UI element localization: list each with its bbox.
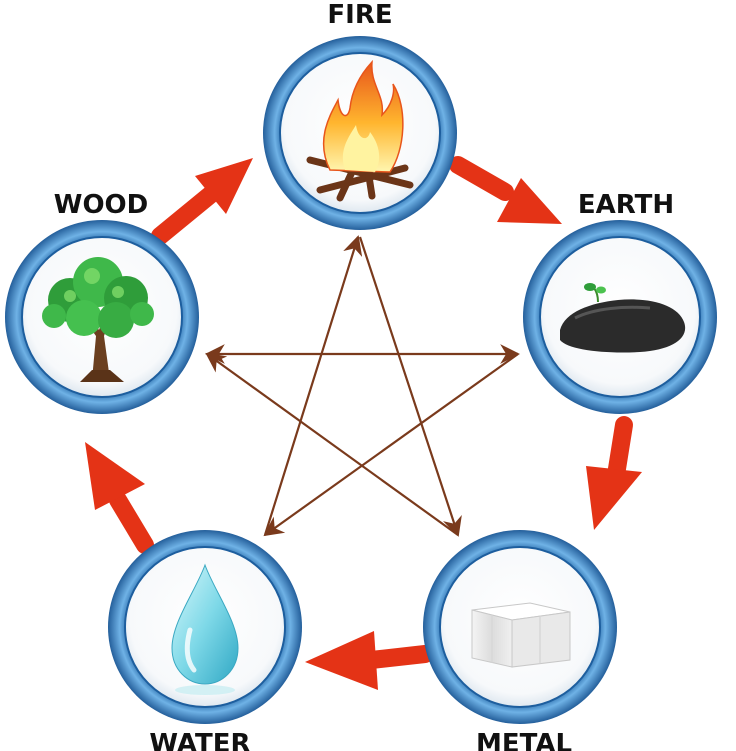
generating-cycle-arrows [85, 156, 642, 690]
metal-label: METAL [476, 729, 572, 751]
star-line-earth-water [263, 353, 519, 537]
fire-node: FIRE [263, 0, 457, 230]
arrow-metal-to-water [305, 631, 434, 690]
arrow-earth-to-metal [586, 416, 642, 530]
wood-node: WOOD [5, 190, 199, 414]
arrow-fire-to-earth [449, 156, 562, 224]
star-line-water-fire [263, 235, 363, 536]
water-drop-icon [171, 563, 239, 695]
water-label: WATER [149, 729, 250, 751]
metal-block-icon [471, 602, 571, 668]
arrow-wood-to-fire [151, 158, 253, 245]
star-line-metal-wood [205, 352, 459, 536]
fire-icon [306, 59, 414, 202]
overcoming-star [205, 235, 520, 537]
earth-label: EARTH [578, 190, 674, 220]
water-node: WATER [108, 530, 302, 751]
metal-node: METAL [423, 530, 617, 751]
earth-node: EARTH [523, 190, 717, 414]
star-line-fire-metal [358, 236, 462, 537]
wood-label: WOOD [54, 190, 148, 220]
arrow-water-to-wood [85, 442, 154, 554]
fire-label: FIRE [327, 0, 392, 30]
rock-sprout-icon [560, 283, 686, 353]
tree-icon [42, 257, 154, 382]
